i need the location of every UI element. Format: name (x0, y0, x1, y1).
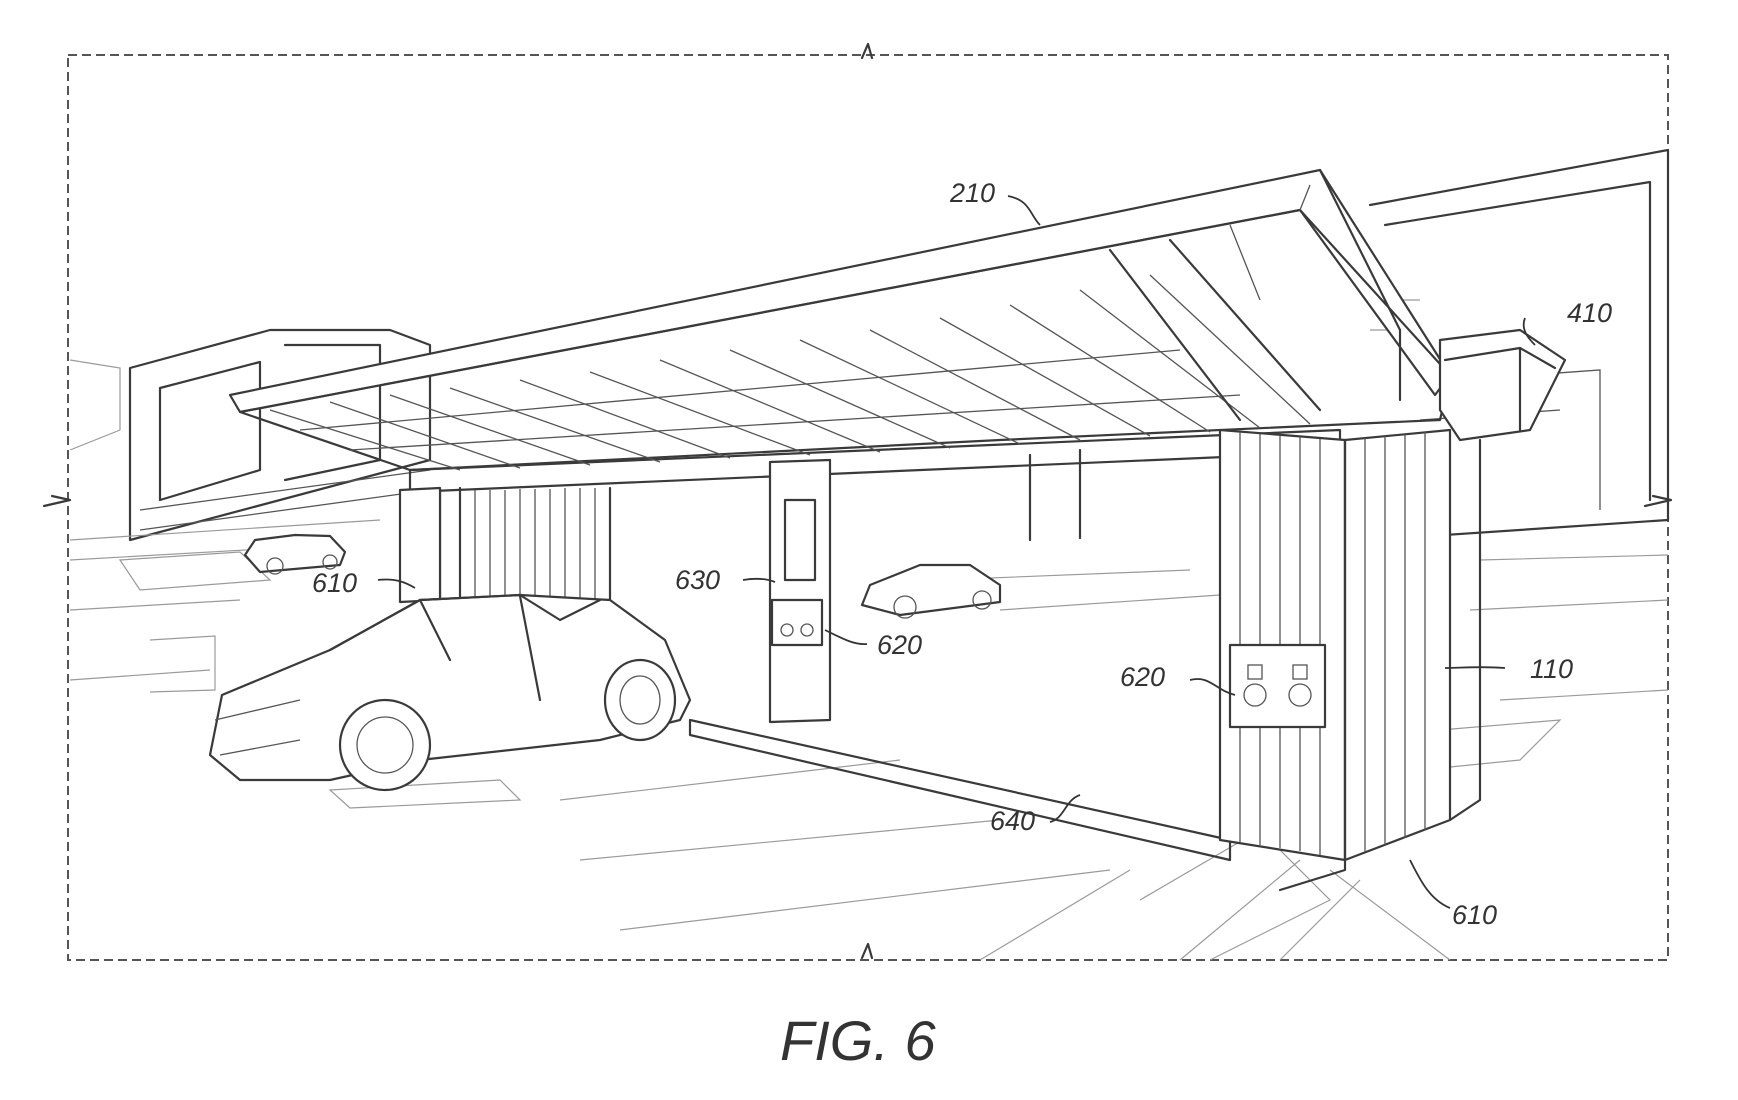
right-charger-620 (1230, 645, 1325, 727)
label-640: 640 (990, 806, 1035, 836)
center-charger-620 (772, 600, 822, 645)
display-post-630 (770, 460, 830, 722)
right-pedestal-110 (1220, 430, 1480, 890)
side-module-410 (1440, 330, 1565, 440)
foreground-car (210, 595, 690, 790)
label-110: 110 (1530, 654, 1573, 684)
label-620-right: 620 (1120, 662, 1165, 692)
canopy-roof (230, 170, 1450, 470)
label-410: 410 (1567, 298, 1612, 328)
label-630: 630 (675, 565, 720, 595)
label-210: 210 (949, 178, 995, 208)
label-620-center: 620 (877, 630, 922, 660)
label-610-left: 610 (312, 568, 357, 598)
canopy-back-structure (410, 430, 1340, 600)
left-column-610 (400, 488, 440, 602)
background-car-center (862, 565, 1000, 618)
label-610-right: 610 (1452, 900, 1497, 930)
figure-caption: FIG. 6 (780, 1009, 936, 1072)
